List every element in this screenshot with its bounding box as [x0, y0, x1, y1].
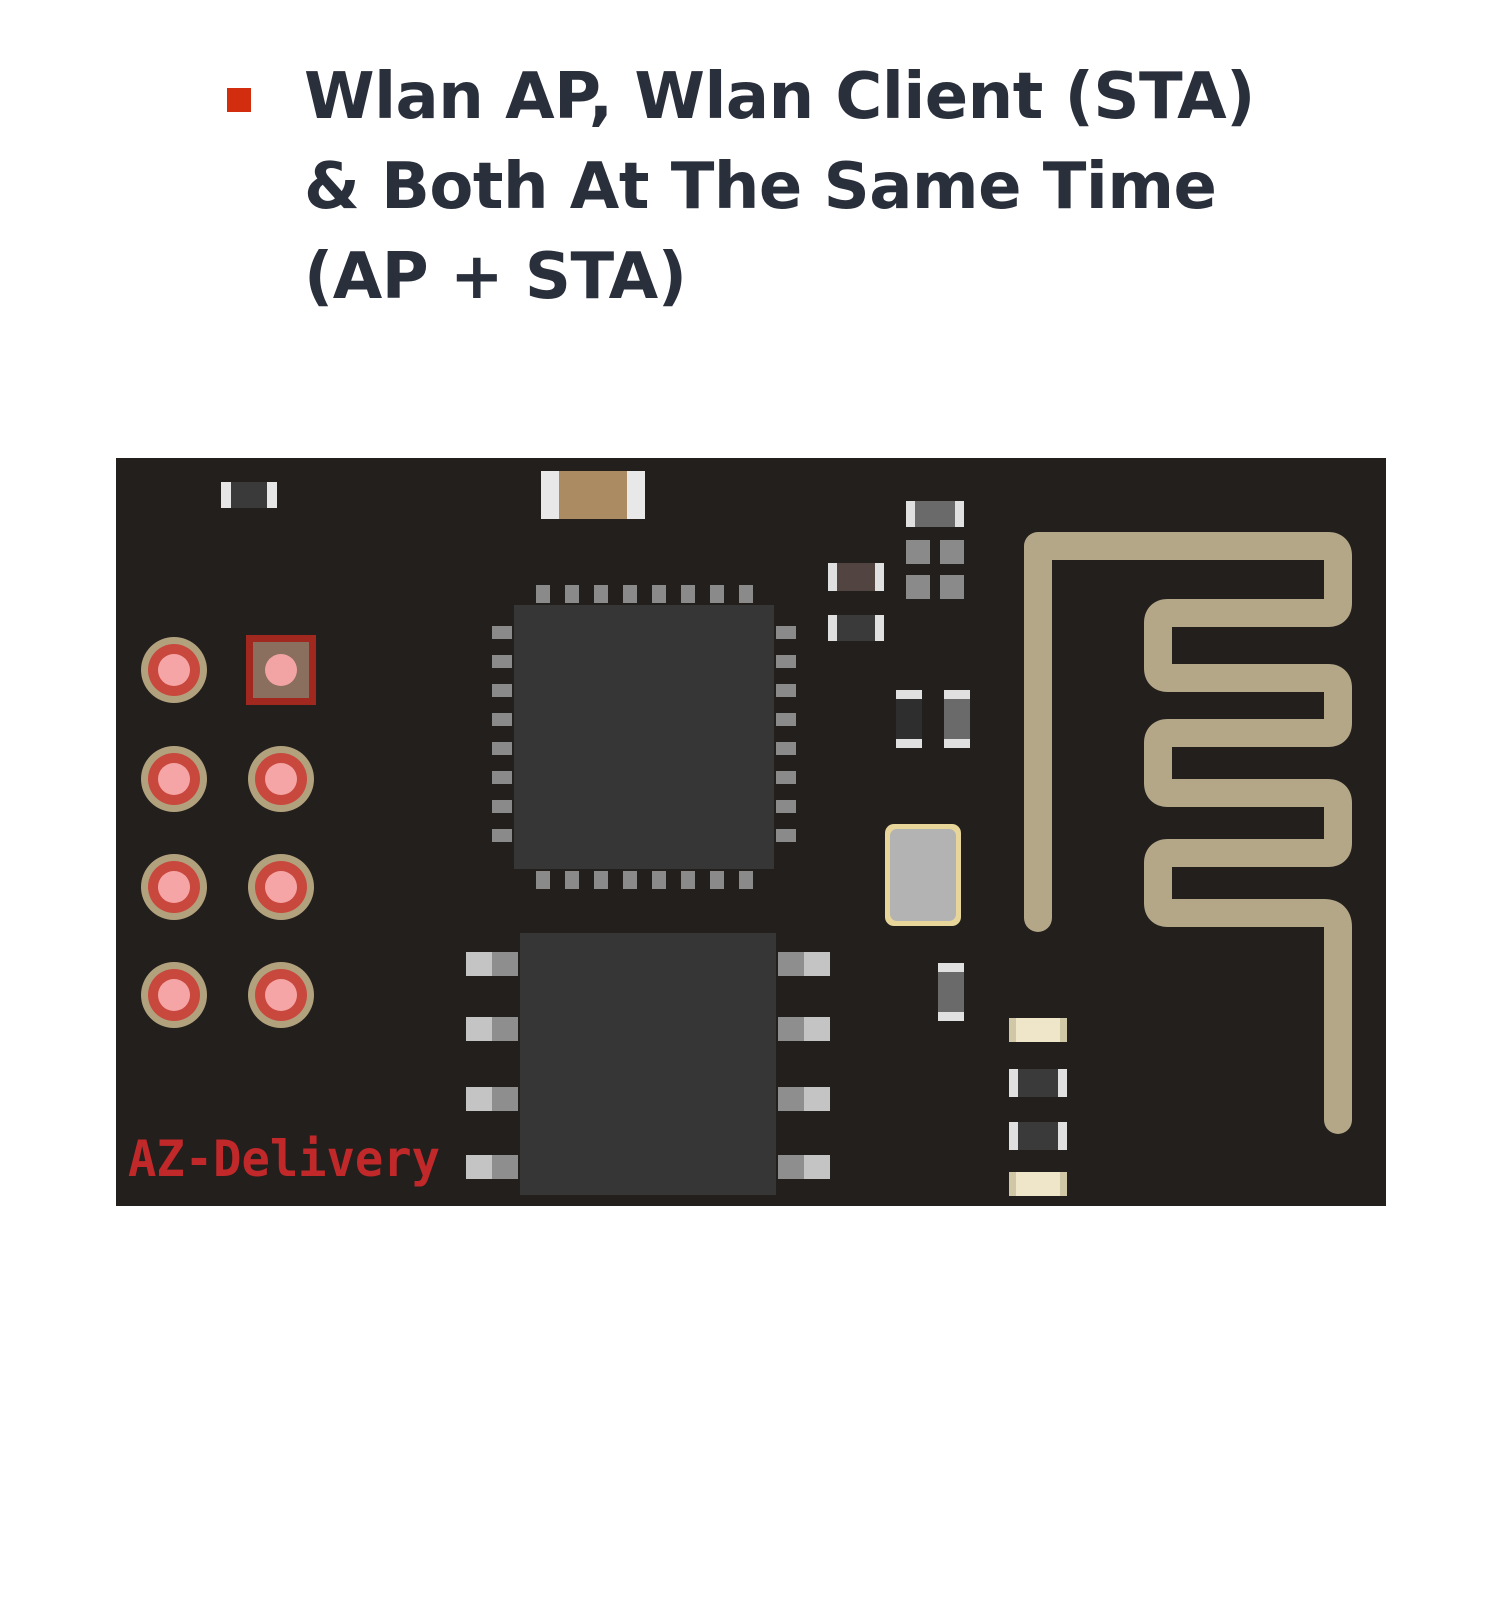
esp-board-svg: AZ-Delivery [116, 458, 1386, 1206]
feature-line-3: (AP + STA) [304, 240, 687, 314]
main-chip-pins [492, 585, 796, 889]
led-components [1009, 1018, 1067, 1196]
smd-components [828, 501, 970, 1021]
feature-line-2: & Both At The Same Time [304, 150, 1217, 224]
crystal-oscillator [885, 824, 961, 926]
pin-pads-round [141, 637, 314, 1028]
smd-resistor-top-left [221, 482, 277, 508]
bullet-marker [227, 88, 251, 112]
esp-board-illustration: AZ-Delivery [116, 458, 1386, 1206]
feature-text: Wlan AP, Wlan Client (STA) & Both At The… [304, 52, 1424, 322]
brand-logo: AZ-Delivery [128, 1130, 440, 1188]
pcb-antenna [1024, 532, 1352, 1134]
feature-line-1: Wlan AP, Wlan Client (STA) [304, 60, 1255, 134]
pin-header [141, 635, 316, 1028]
smd-capacitor-top [541, 471, 645, 519]
main-chip [492, 585, 796, 889]
flash-chip-leads [466, 952, 830, 1179]
flash-chip [466, 933, 830, 1195]
